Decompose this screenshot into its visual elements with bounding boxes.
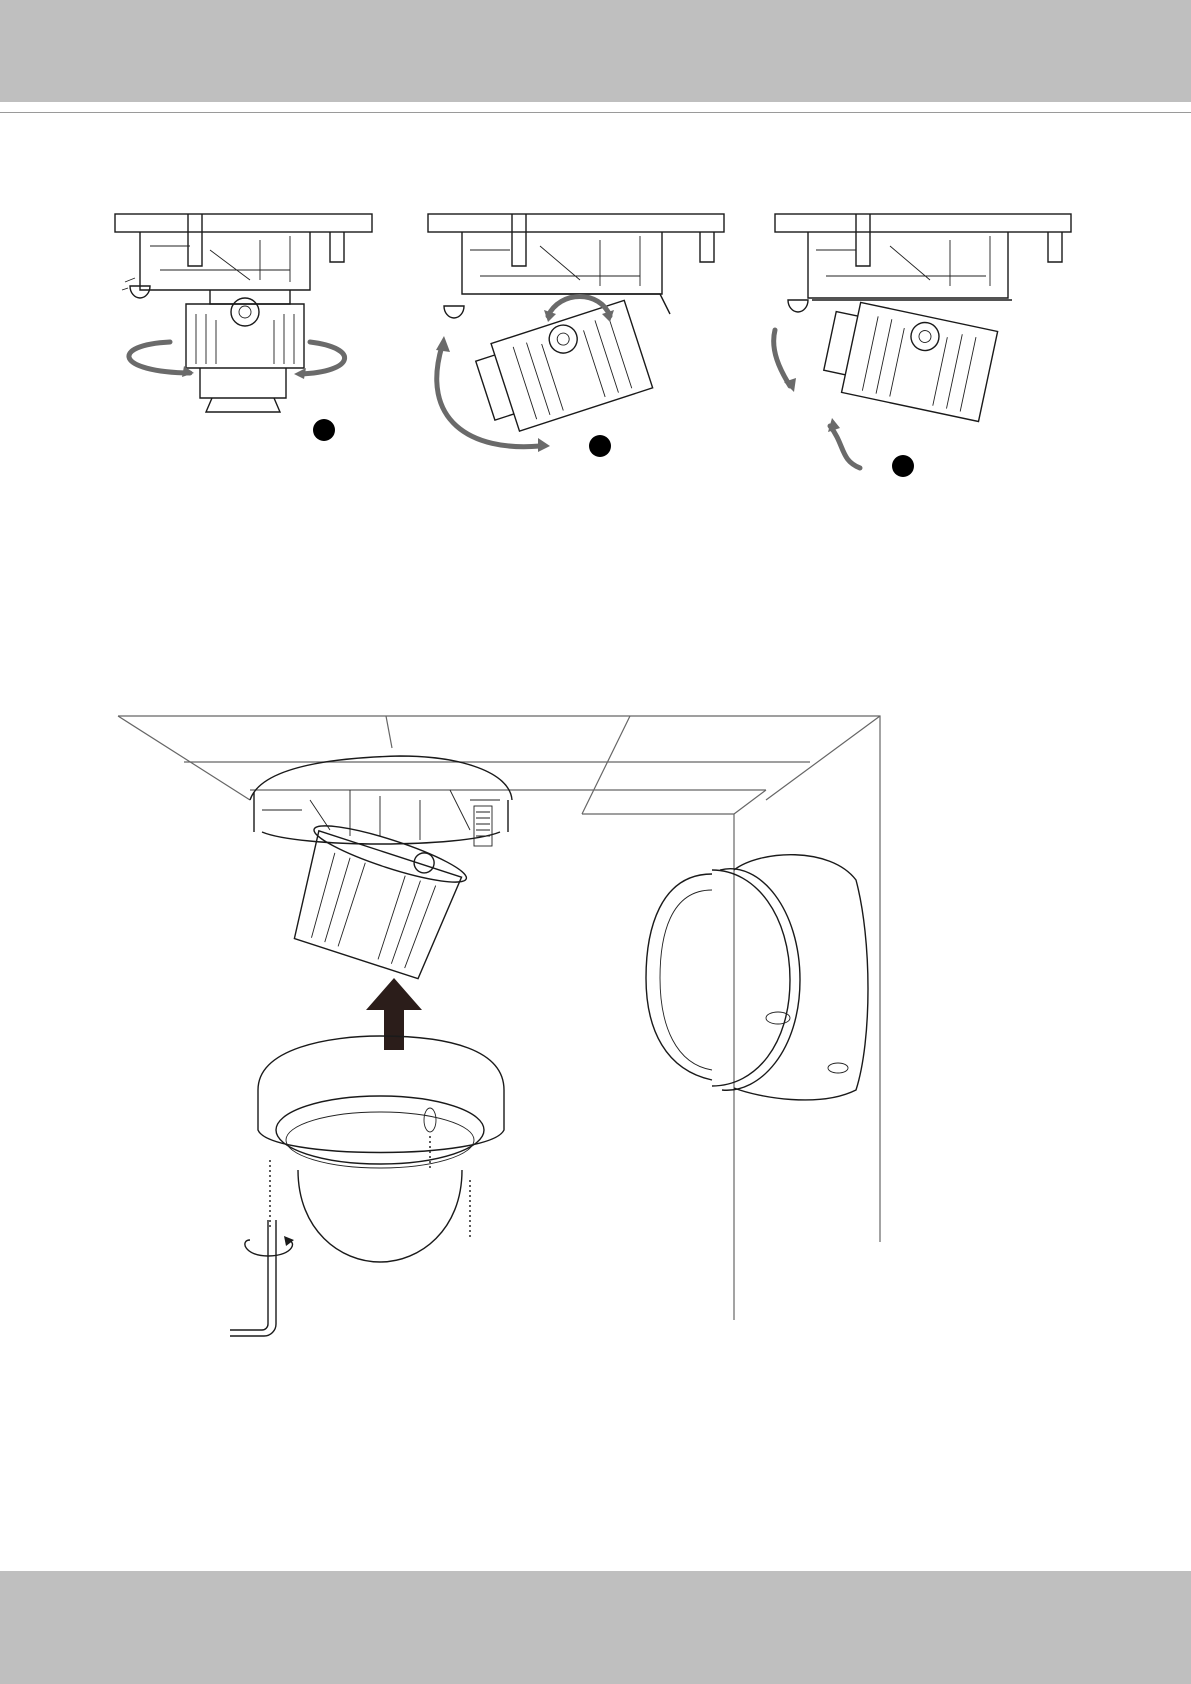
- camera-module-rotate-illustration: [774, 214, 1071, 468]
- footer-band: [0, 1571, 1191, 1684]
- step-marker-3: [892, 455, 914, 477]
- camera-module-pan-rotation-illustration: [115, 214, 372, 412]
- push-up-arrow: [366, 978, 422, 1050]
- step-marker-2: [589, 435, 611, 457]
- camera-module-tilt-illustration: [428, 214, 724, 452]
- hex-key-icon: [230, 1220, 276, 1336]
- ceiling-dome-cover-install-illustration: [118, 716, 880, 1336]
- step-marker-1: [313, 419, 335, 441]
